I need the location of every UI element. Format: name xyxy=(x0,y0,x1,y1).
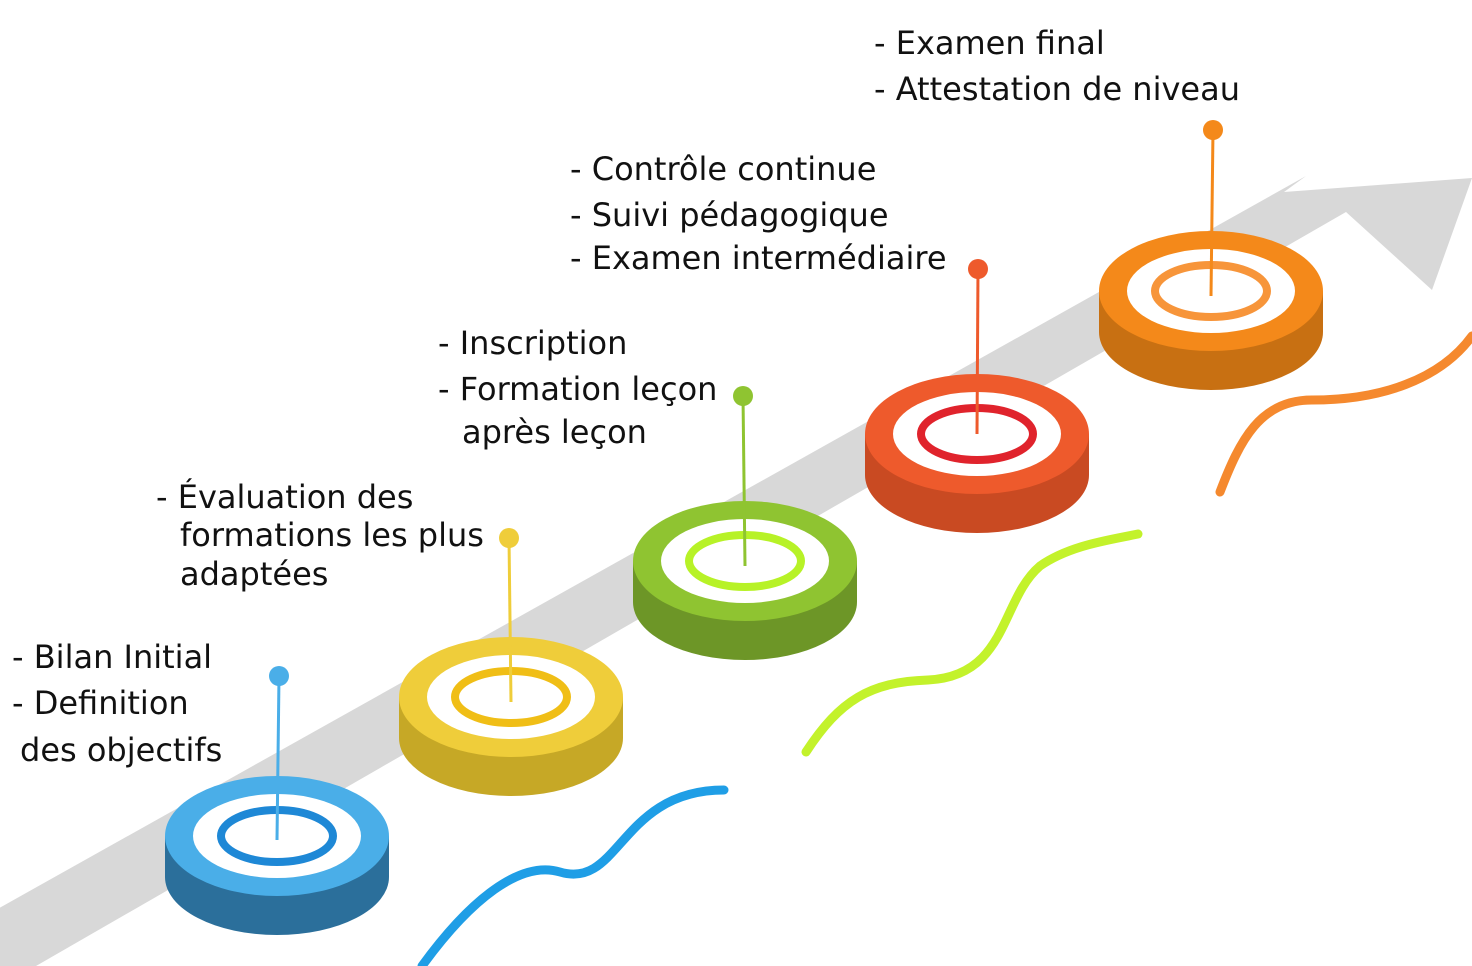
step-4-label: - Contrôle continue - Suivi pédagogique … xyxy=(570,146,947,281)
step-2-line-3: adaptées xyxy=(180,554,329,593)
step-4-line-3: - Examen intermédiaire xyxy=(570,238,947,277)
step-4-pin xyxy=(968,259,988,279)
step-4-line-1: - Contrôle continue xyxy=(570,150,877,188)
step-1-disc xyxy=(165,666,389,935)
step-4-disc xyxy=(865,259,1089,533)
step-5-label: - Examen final - Attestation de niveau xyxy=(874,20,1240,113)
step-1-line-1: - Bilan Initial xyxy=(12,638,213,676)
progress-arrow xyxy=(0,176,1472,966)
step-3-line-1: - Inscription xyxy=(438,324,628,362)
step-2-line-2: formations les plus xyxy=(180,516,484,555)
step-1-pin xyxy=(269,666,289,686)
step-1-line-3: des objectifs xyxy=(20,730,223,769)
step-2-disc xyxy=(399,528,623,796)
step-3-disc xyxy=(633,386,857,660)
step-1-label: - Bilan Initial - Definition des objecti… xyxy=(12,634,222,773)
step-2-pin xyxy=(499,528,519,548)
step-2-line-1: - Évaluation des xyxy=(156,478,414,516)
step-4-line-2: - Suivi pédagogique xyxy=(570,196,889,235)
step-5-line-1: - Examen final xyxy=(874,24,1105,62)
step-5-disc xyxy=(1099,120,1323,390)
step-5-pin xyxy=(1203,120,1223,140)
step-5-line-2: - Attestation de niveau xyxy=(874,70,1240,109)
wave-orange xyxy=(1215,331,1472,497)
step-3-line-3: après leçon xyxy=(462,412,647,451)
step-3-label: - Inscription - Formation leçon après le… xyxy=(438,320,717,455)
wave-green xyxy=(801,529,1143,757)
wave-blue xyxy=(417,785,729,966)
step-1-line-2: - Definition xyxy=(12,684,189,723)
step-3-line-2: - Formation leçon xyxy=(438,370,718,409)
step-2-label: - Évaluation des formations les plus ada… xyxy=(156,474,484,597)
step-3-pin xyxy=(733,386,753,406)
